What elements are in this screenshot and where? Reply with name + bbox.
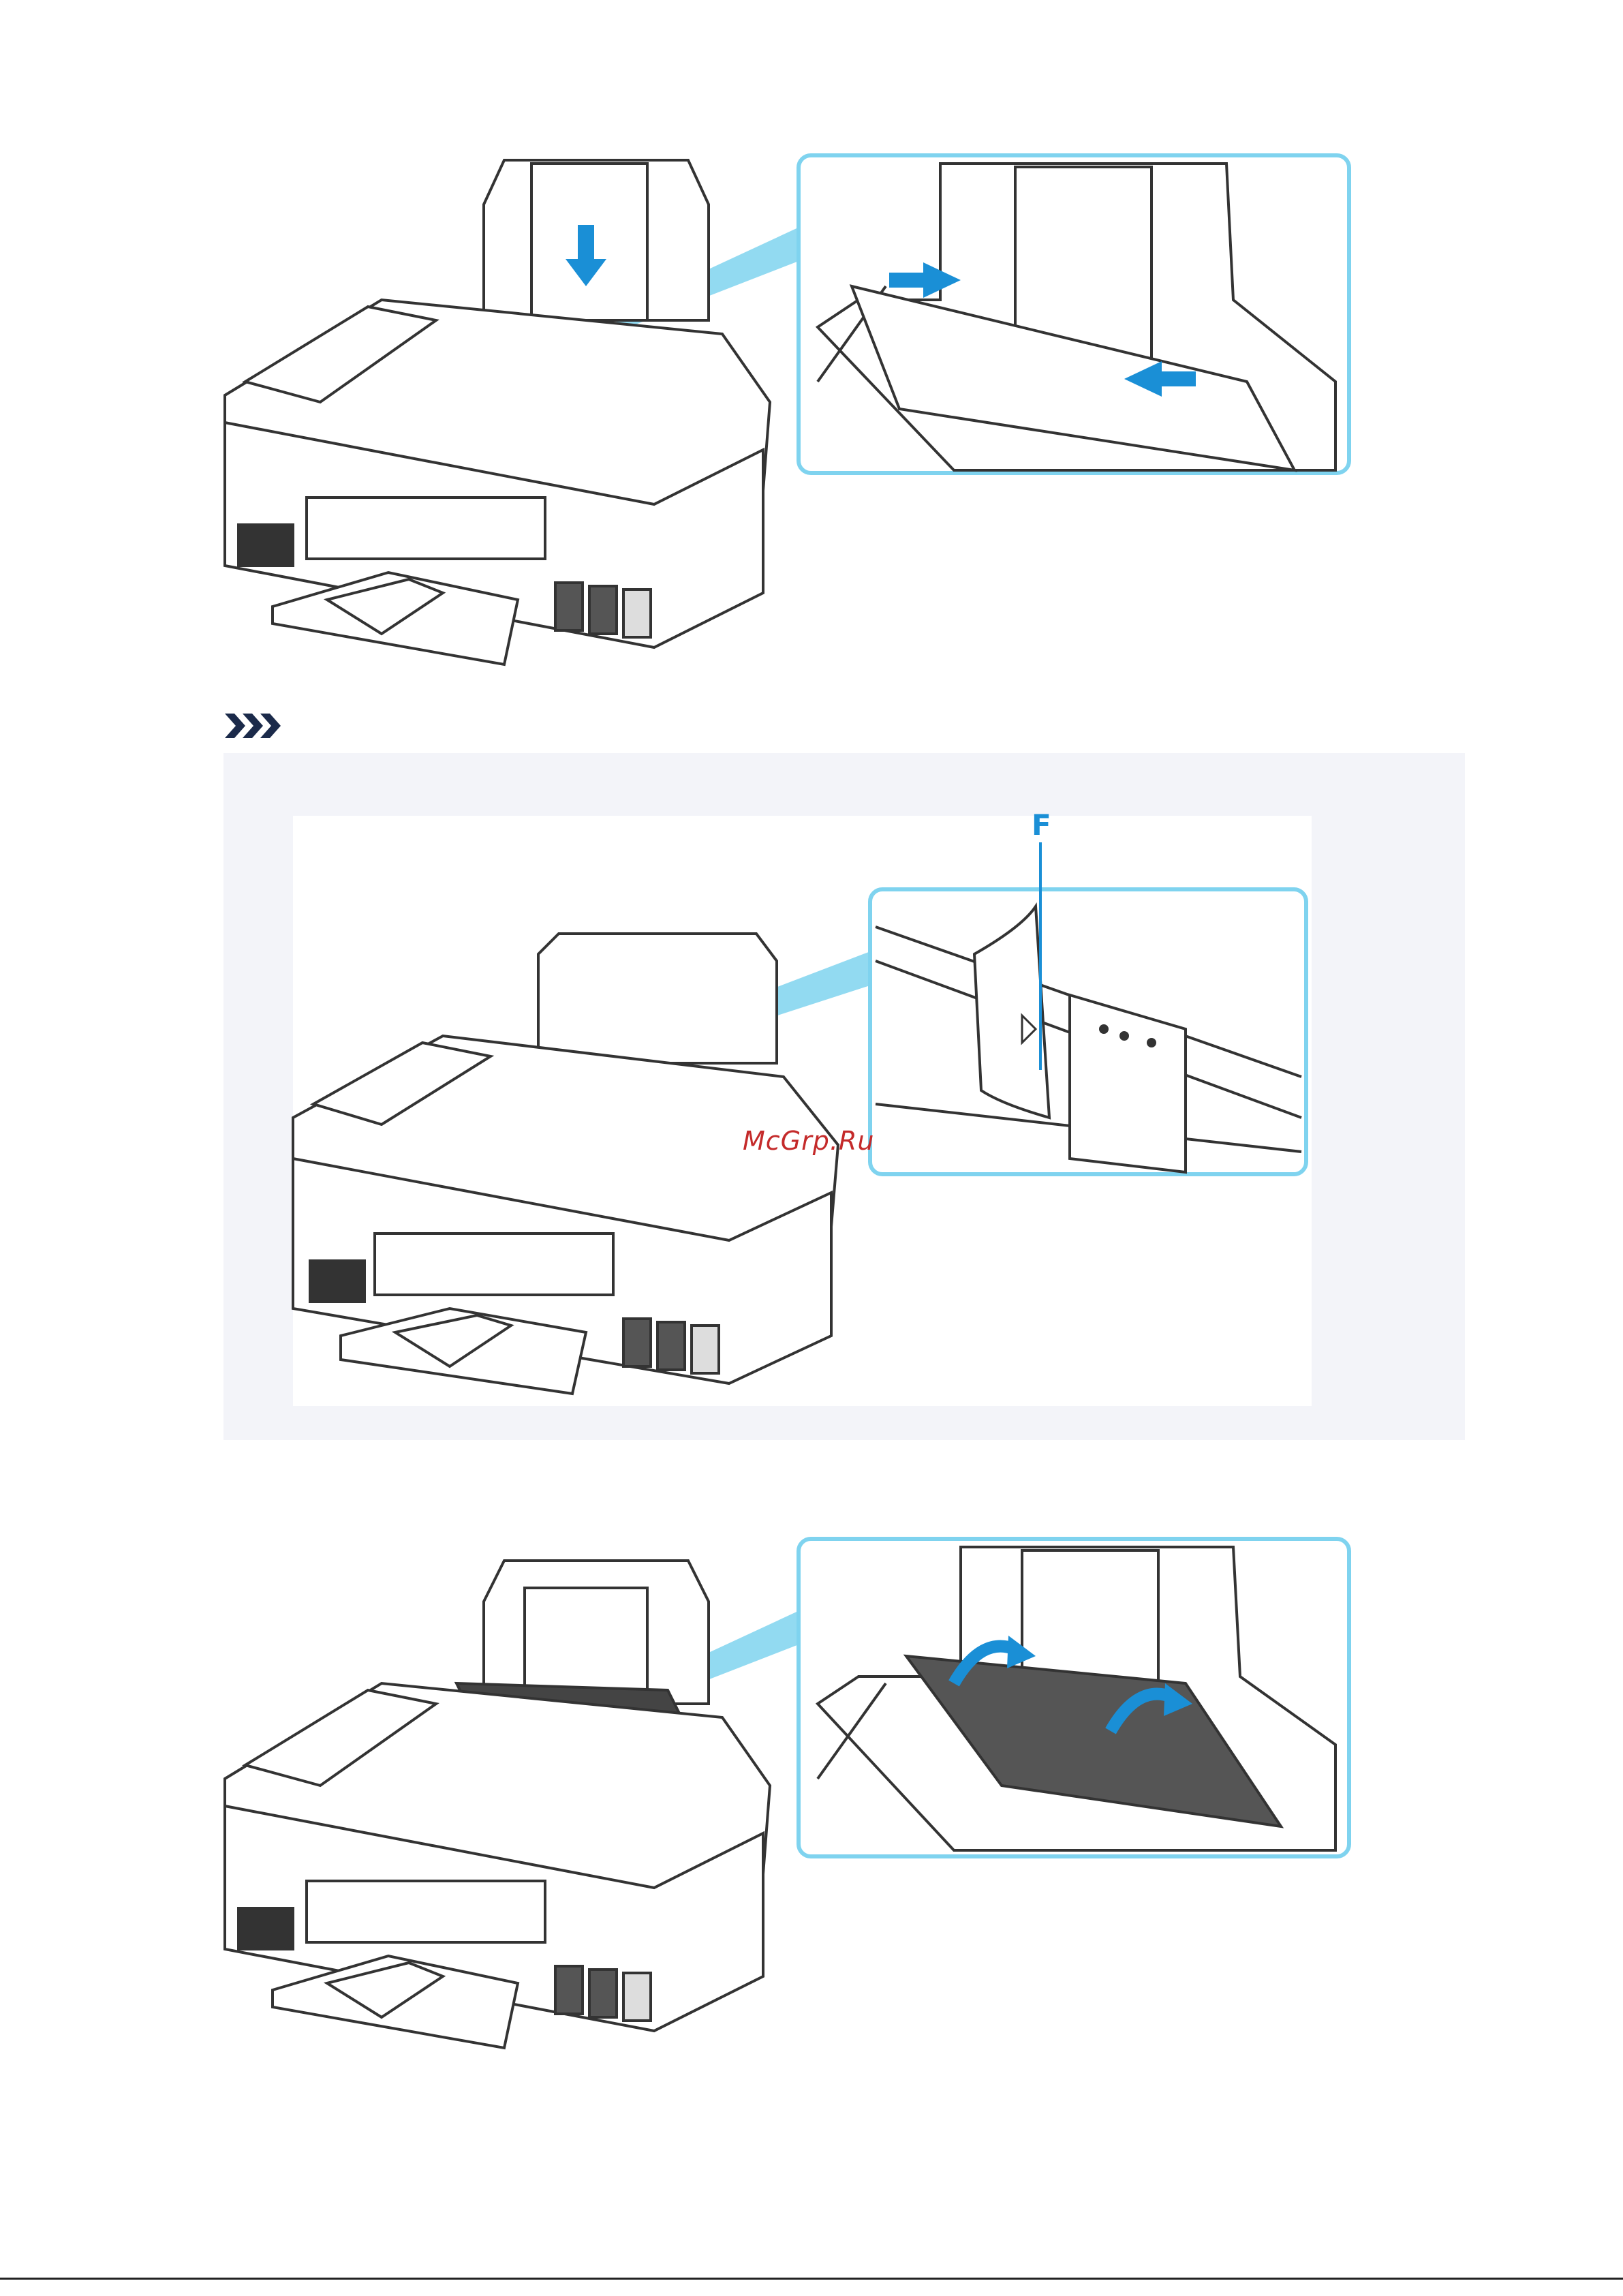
figure-close-feed-cover — [0, 1527, 1623, 2072]
watermark: McGrp.Ru — [743, 1126, 874, 1156]
printer-illustration — [293, 934, 838, 1394]
printer-illustration — [225, 160, 770, 664]
figure-load-paper — [0, 0, 1623, 688]
printer-illustration — [225, 1561, 770, 2048]
callout-label-f: F — [1032, 808, 1051, 842]
note-chevrons-icon — [225, 712, 293, 739]
figure-note-guide-mark — [0, 804, 1623, 1418]
page-bottom-rule — [0, 2278, 1623, 2280]
